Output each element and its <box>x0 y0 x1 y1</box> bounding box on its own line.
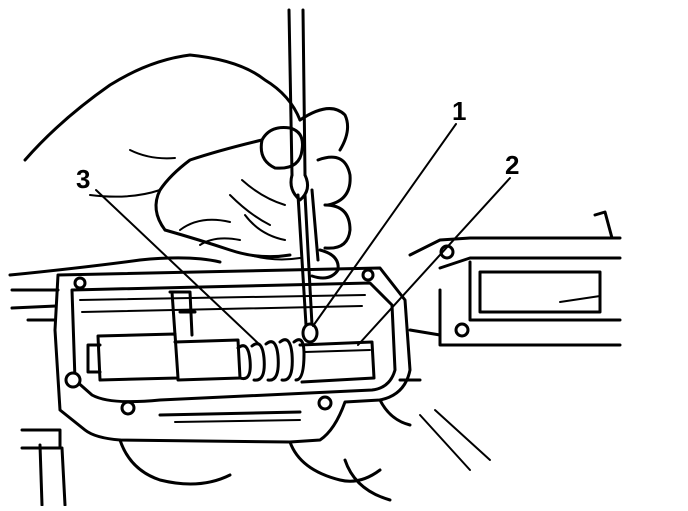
hand <box>8 53 352 280</box>
probe-tool <box>287 8 320 344</box>
right-housing <box>408 210 622 347</box>
leader-line-1 <box>312 123 457 327</box>
leader-line-2 <box>357 177 511 346</box>
callout-label-2: 2 <box>505 150 520 180</box>
leader-lines <box>95 123 511 346</box>
shift-rail <box>86 290 376 384</box>
gearbox-body <box>10 266 491 507</box>
callout-label-3: 3 <box>76 164 91 194</box>
callout-label-1: 1 <box>452 96 467 126</box>
leader-line-3 <box>95 189 261 346</box>
